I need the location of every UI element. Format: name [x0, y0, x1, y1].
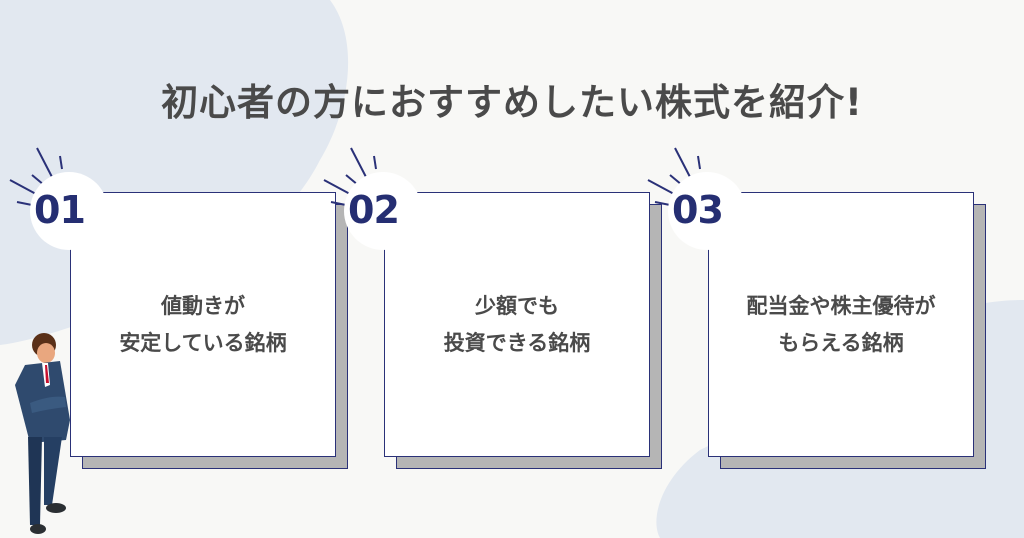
page-title: 初心者の方におすすめしたい株式を紹介! [161, 81, 863, 124]
card-02: 少額でも投資できる銘柄 02 [323, 147, 662, 469]
number-badge [668, 172, 746, 250]
number-badge [344, 172, 422, 250]
card-text-line1: 少額でも [475, 293, 559, 318]
card-03: 配当金や株主優待がもらえる銘柄 03 [647, 147, 986, 469]
card-number: 01 [34, 188, 86, 232]
card-number: 02 [348, 188, 400, 232]
card-text-line1: 配当金や株主優待が [746, 293, 936, 318]
card-body: 少額でも投資できる銘柄 [384, 192, 650, 457]
card-text-line2: 安定している銘柄 [119, 330, 287, 355]
card-body: 値動きが安定している銘柄 [70, 192, 336, 457]
businessman-illustration [15, 333, 70, 534]
card-01: 値動きが安定している銘柄 01 [9, 147, 348, 469]
burst-lines-icon [323, 147, 377, 206]
card-text-line2: もらえる銘柄 [778, 330, 904, 355]
number-badge [30, 172, 108, 250]
card-body: 配当金や株主優待がもらえる銘柄 [708, 192, 974, 457]
card-text-line1: 値動きが [161, 293, 245, 318]
card-number: 03 [672, 188, 724, 232]
card-text-line2: 投資できる銘柄 [443, 330, 591, 355]
